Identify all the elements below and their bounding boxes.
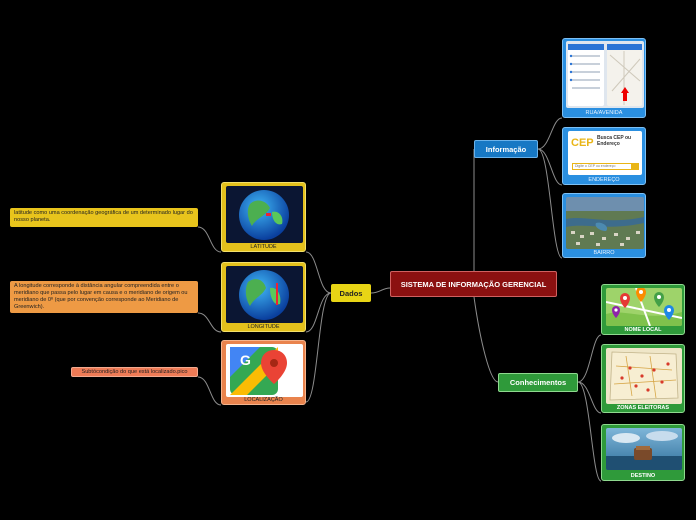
card-caption: DESTINO (630, 473, 656, 479)
cep-title: Busca CEP ou Endereço (597, 135, 632, 147)
card-caption: LATITUDE (250, 244, 277, 250)
card-caption: ZONAS ELEITORAS (616, 405, 670, 411)
note-longitude: A longitude corresponde à distância angu… (10, 281, 198, 313)
globe-icon (226, 186, 303, 243)
note-localizacao: Subtócondição do que está localizado.pic… (71, 367, 198, 377)
card-caption: ENDEREÇO (588, 177, 620, 183)
card-rua-avenida[interactable]: RUA/AVENIDA (562, 38, 646, 118)
card-caption: BAIRRO (593, 250, 615, 256)
map-pin-icon (620, 293, 630, 308)
cep-logo: CEP (571, 137, 594, 149)
card-destino[interactable]: DESTINO (601, 424, 685, 481)
destination-image (606, 428, 682, 470)
card-caption: LOCALIZAÇÃO (244, 397, 283, 403)
phone-screens-image (566, 41, 644, 108)
card-zonas-eleitoras[interactable]: ZONAS ELEITORAS (601, 344, 685, 413)
svg-text:G: G (240, 352, 251, 368)
branch-informacao[interactable]: Informação (474, 140, 538, 158)
cep-search-image: CEP Busca CEP ou Endereço Digite o CEP o… (568, 131, 642, 175)
card-nome-local[interactable]: NOME LOCAL (601, 284, 685, 335)
map-pins-image (606, 288, 682, 326)
google-maps-icon: G (226, 344, 303, 397)
note-latitude: latitude como uma coordenação geográfica… (10, 208, 198, 227)
card-latitude[interactable]: LATITUDE (221, 182, 306, 252)
central-topic[interactable]: SISTEMA DE INFORMAÇÃO GERENCIAL (390, 271, 557, 297)
cep-search-input: Digite o CEP ou endereço (572, 163, 632, 170)
branch-conhecimentos[interactable]: Conhecimentos (498, 373, 578, 392)
city-map-image (606, 348, 682, 404)
card-endereco[interactable]: CEP Busca CEP ou Endereço Digite o CEP o… (562, 127, 646, 185)
card-caption: NOME LOCAL (624, 327, 662, 333)
branch-dados[interactable]: Dados (331, 284, 371, 302)
card-bairro[interactable]: BAIRRO (562, 193, 646, 258)
card-caption: RUA/AVENIDA (585, 110, 623, 116)
card-caption: LONGITUDE (247, 324, 280, 330)
search-icon (632, 163, 639, 170)
card-localizacao[interactable]: G LOCALIZAÇÃO (221, 340, 306, 405)
aerial-neighborhood-image (566, 197, 644, 249)
card-longitude[interactable]: LONGITUDE (221, 262, 306, 332)
globe-icon (226, 266, 303, 323)
